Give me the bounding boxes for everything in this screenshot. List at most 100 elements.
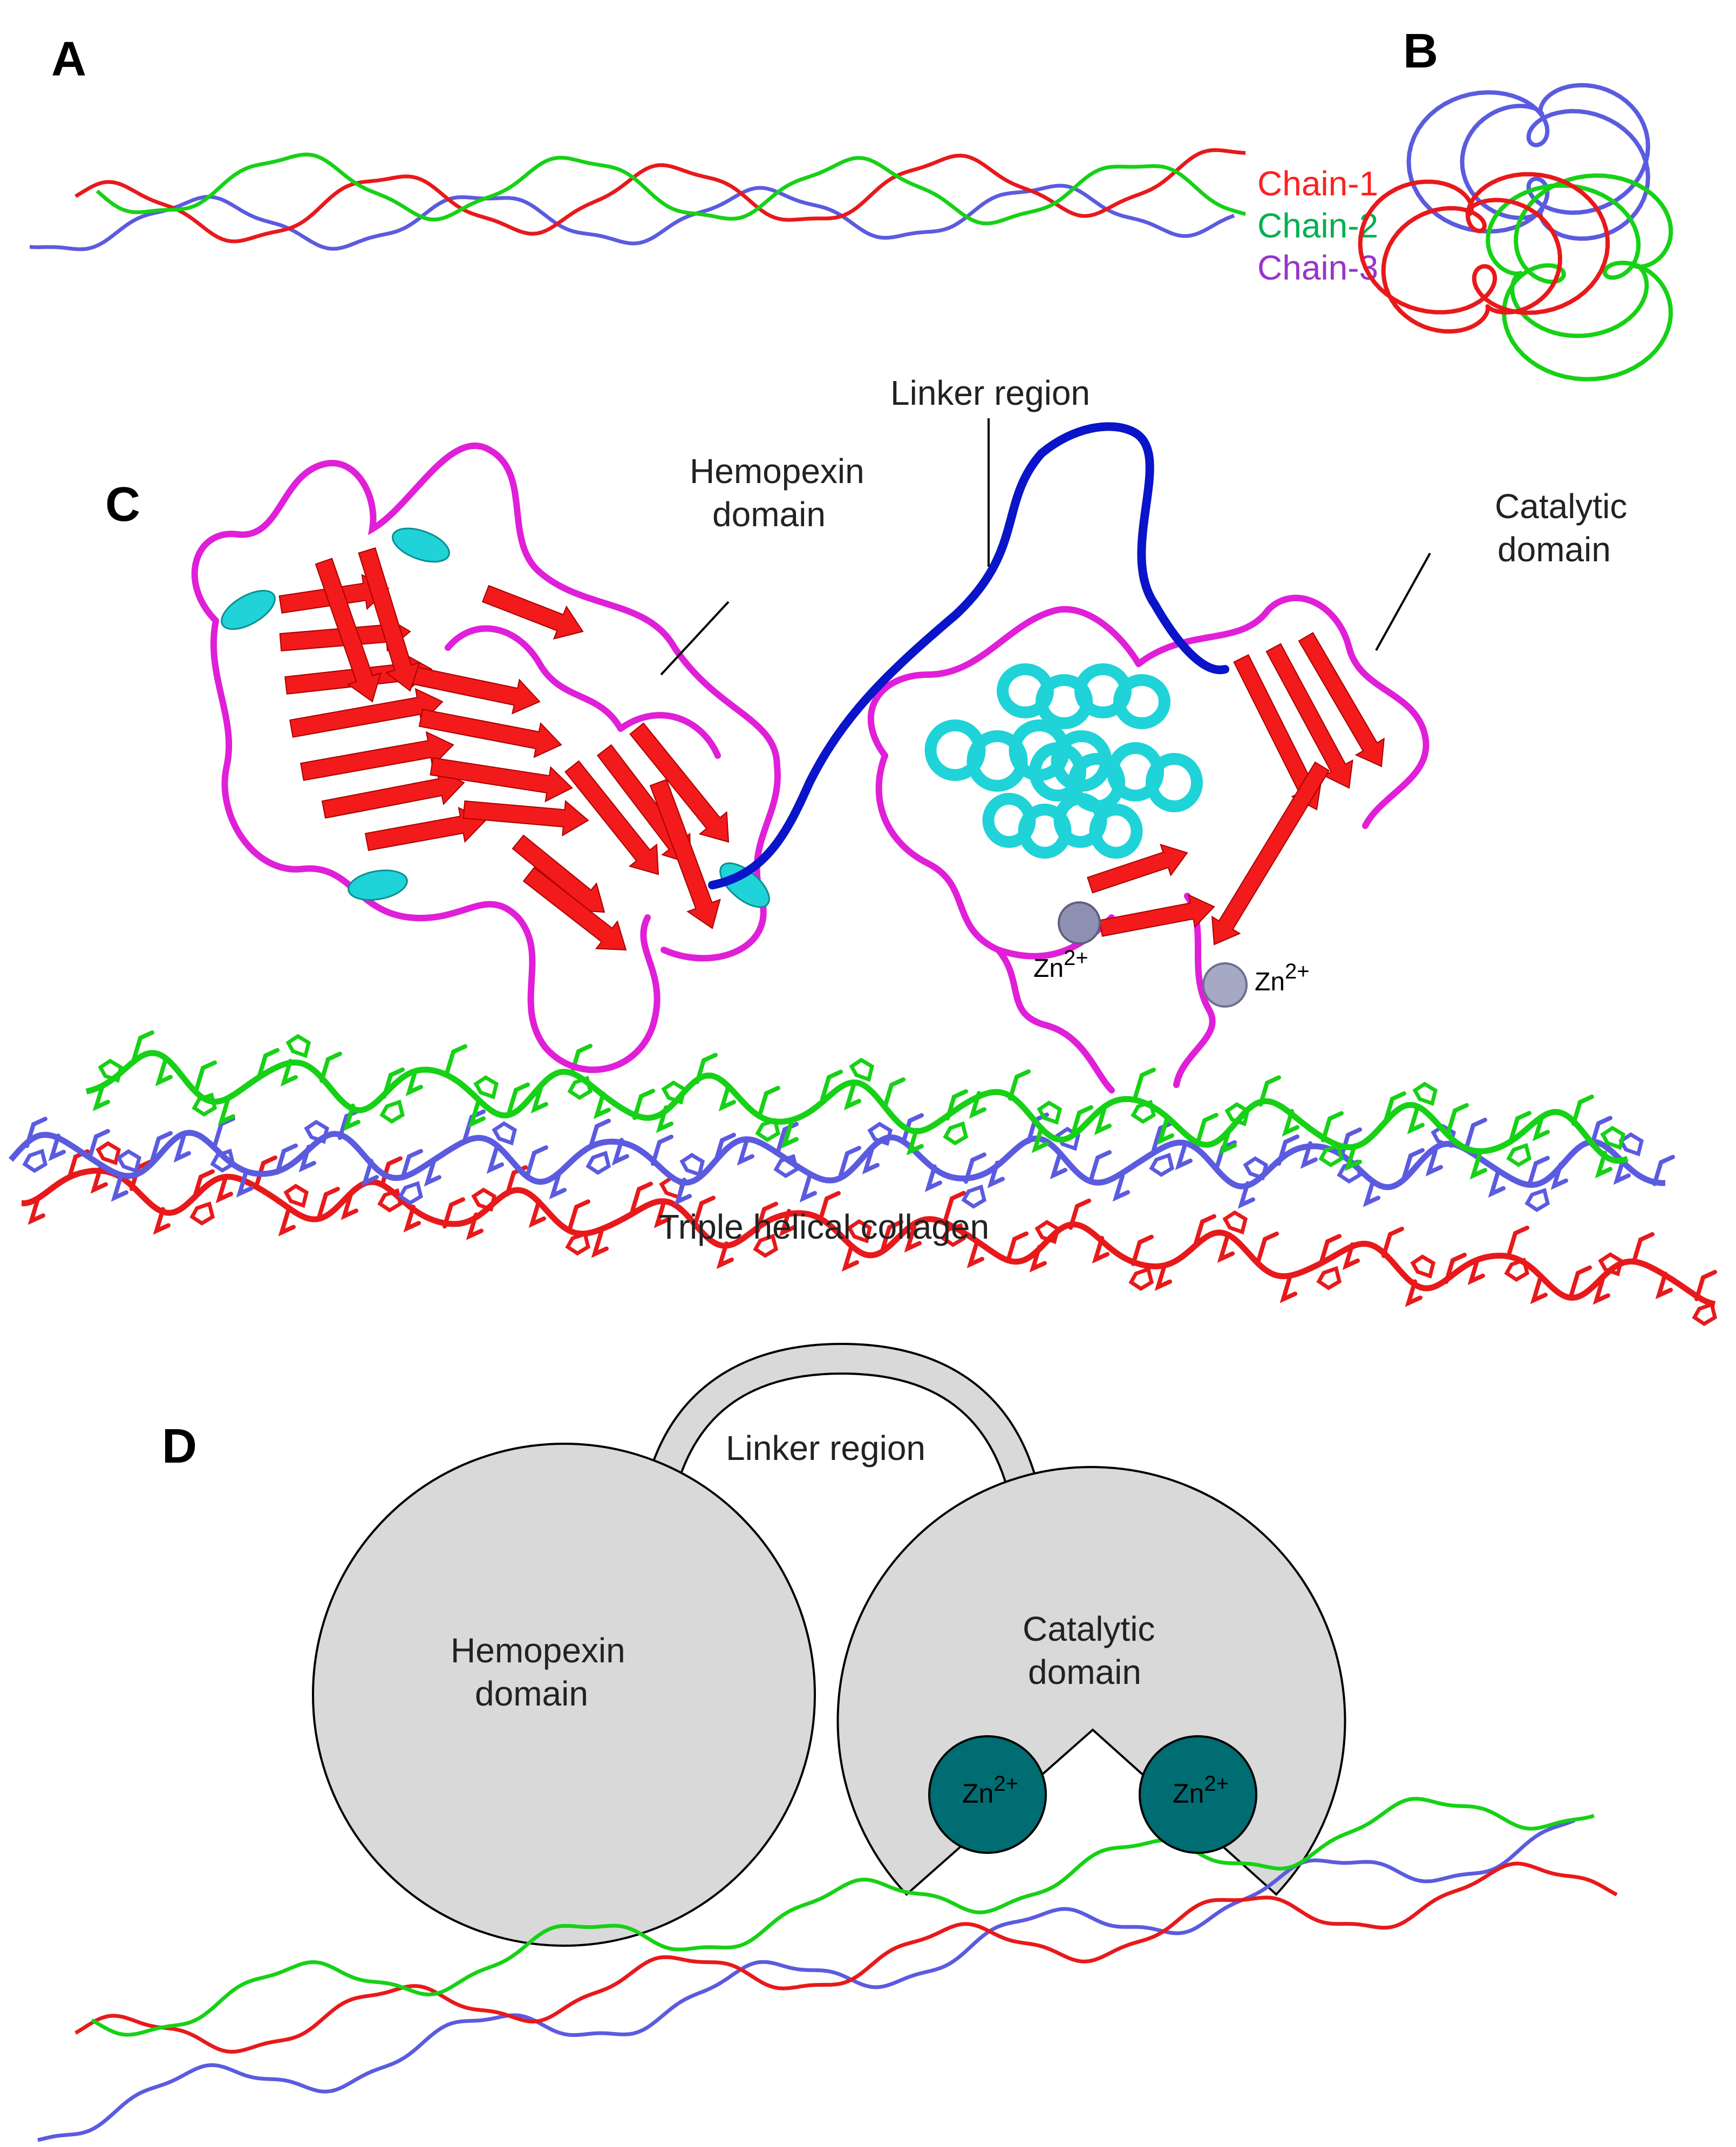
collagen-side-chain (964, 1152, 986, 1184)
proline-ring (1316, 1266, 1342, 1290)
hemopexin-beta-strand (358, 547, 420, 692)
linker-region-label: Linker region (890, 373, 1090, 412)
proline-ring (96, 1141, 121, 1165)
collagen-side-chain (380, 1156, 403, 1188)
zinc-ion-right-label: Zn2+ (1173, 1772, 1229, 1809)
legend-chain-2: Chain-2 (1257, 206, 1378, 245)
collagen-side-chain (1655, 1271, 1673, 1300)
collagen-side-chain (862, 1146, 880, 1174)
collagen-side-chain (173, 1134, 191, 1163)
proline-ring (773, 1154, 799, 1178)
proline-ring (1600, 1125, 1626, 1150)
collagen-side-chain (1196, 1112, 1218, 1144)
collagen-side-chain (28, 1197, 45, 1225)
proline-ring (379, 1099, 405, 1124)
zinc-label-1: Zn2+ (1033, 946, 1088, 983)
collagen-side-chain (298, 1144, 316, 1173)
collagen-side-chain (674, 1178, 692, 1206)
proline-ring (1131, 1099, 1156, 1124)
hemopexin-pointer-line (660, 601, 730, 676)
collagen-side-chain (92, 1083, 110, 1111)
proline-ring (1506, 1143, 1532, 1167)
catalytic-beta-strand (1099, 894, 1215, 937)
collagen-side-chain (1613, 1157, 1631, 1185)
collagen-side-chain (1344, 1143, 1362, 1171)
proline-ring (941, 1222, 966, 1247)
proline-ring (471, 1187, 497, 1212)
proline-ring (492, 1121, 518, 1146)
linker-region-arch (643, 1342, 1040, 1497)
collagen-side-chain (1530, 1276, 1548, 1304)
hemopexin-beta-strand (289, 688, 444, 738)
proline-ring (1412, 1082, 1438, 1106)
collagen-side-chain (799, 1174, 817, 1202)
collagen-side-chain (1154, 1263, 1172, 1291)
collagen-side-chain (611, 1138, 629, 1166)
collagen-side-chain (1175, 1142, 1193, 1170)
collagen-side-chain (217, 1098, 235, 1126)
collagen-side-chain (1469, 1152, 1487, 1180)
collagen-side-chain (1384, 1091, 1406, 1123)
hemopexin-helix (348, 869, 408, 901)
collagen-side-chain (90, 1166, 108, 1194)
collagen-side-chain (1527, 1156, 1550, 1187)
schematic-chain-1 (37, 1818, 1576, 2142)
collagen-triple-helix-side-view (29, 148, 1247, 252)
collagen-side-chain (1595, 1150, 1612, 1179)
hemopexin-beta-strand (315, 558, 382, 703)
proline-ring (1318, 1143, 1344, 1167)
collagen-side-chain (1550, 1162, 1568, 1190)
collagen-side-chain (403, 1205, 421, 1233)
catalytic-helix-turn (1146, 753, 1203, 812)
collagen-side-chain (818, 1191, 841, 1222)
collagen-side-chain (445, 1044, 467, 1076)
collagen-side-chain (280, 1058, 298, 1087)
collagen-side-chain (153, 1207, 171, 1235)
collagen-side-chain (695, 1052, 718, 1084)
catalytic-beta-strand (1087, 844, 1188, 894)
proline-ring (943, 1121, 969, 1146)
collagen-side-chain (1050, 1151, 1067, 1180)
proline-ring (1692, 1302, 1718, 1327)
collagen-side-chain (257, 1048, 280, 1079)
collagen-side-chain (966, 1240, 984, 1268)
collagen-side-chain (1569, 1265, 1592, 1297)
collagen-side-chain (1446, 1103, 1469, 1134)
panel-c-letter: C (105, 478, 140, 532)
catalytic-label-line-2: domain (1497, 530, 1611, 569)
catalytic-helix-turn (1089, 804, 1143, 859)
collagen-side-chain (528, 1200, 546, 1228)
collagen-side-chain (1071, 1105, 1093, 1137)
proline-ring (1149, 1152, 1175, 1177)
chain-end-loop-3 (1358, 172, 1610, 334)
proline-ring (283, 1184, 309, 1208)
hemopexin-beta-strand (300, 731, 454, 781)
hemopexin-helix (392, 527, 450, 563)
collagen-side-chain (87, 1129, 110, 1160)
collagen-side-chain (1425, 1149, 1443, 1177)
collagen-side-chain (969, 1091, 986, 1119)
proline-ring (1410, 1254, 1436, 1279)
proline-ring (755, 1118, 781, 1142)
schematic-hemopexin-label-2: domain (475, 1674, 588, 1713)
chain-end-loop-2 (1486, 173, 1673, 382)
collagen-side-chain (693, 1195, 716, 1227)
collagen-side-chain (442, 1197, 465, 1229)
collagen-side-chain (1592, 1277, 1610, 1305)
collagen-side-chain (1133, 1068, 1156, 1099)
catalytic-loop (1173, 893, 1216, 1088)
panel-d-letter: D (162, 1419, 197, 1473)
proline-ring (285, 1034, 311, 1058)
collagen-side-chain (943, 1191, 966, 1222)
catalytic-loop (1135, 594, 1429, 829)
hemopexin-beta-strand (629, 722, 730, 843)
hemopexin-domain-circle (312, 1443, 816, 1947)
hemopexin-label-line-1: Hemopexin (690, 452, 864, 491)
collagen-side-chain (1277, 1134, 1299, 1166)
proline-ring (304, 1119, 330, 1144)
catalytic-beta-strand (1211, 761, 1330, 946)
catalytic-loop (875, 752, 1115, 960)
hemopexin-beta-strand (418, 709, 562, 758)
collagen-side-chain (1152, 1120, 1174, 1152)
collagen-side-chain (530, 1085, 548, 1114)
